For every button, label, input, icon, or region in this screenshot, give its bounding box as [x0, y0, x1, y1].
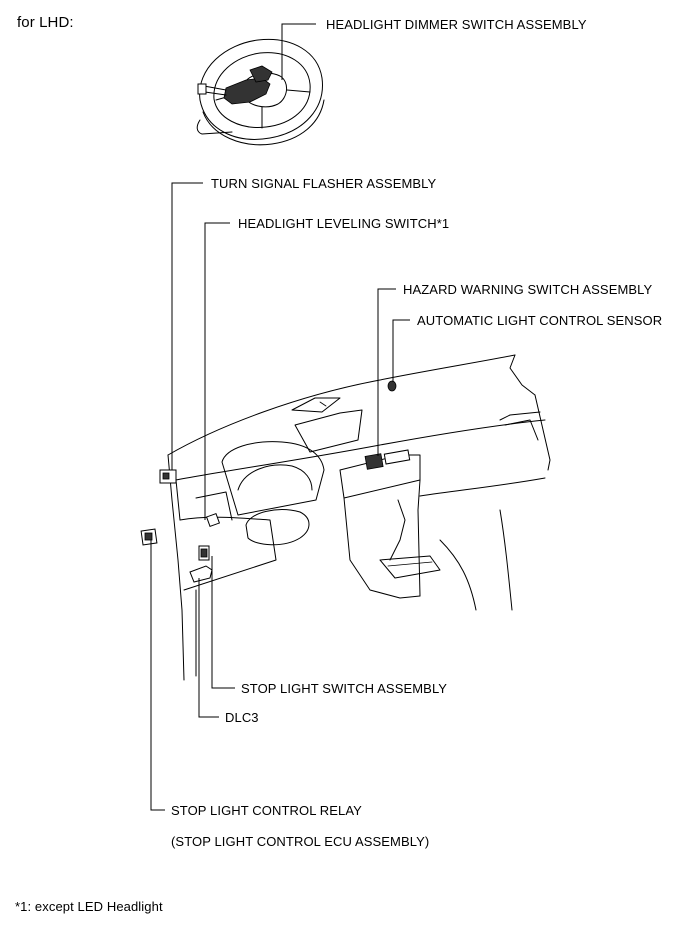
- footnote: *1: except LED Headlight: [15, 899, 163, 914]
- leader-lines: [150, 23, 410, 811]
- steering-wheel-illustration: [196, 38, 325, 146]
- label-automatic-light-control-sensor: AUTOMATIC LIGHT CONTROL SENSOR: [417, 313, 663, 328]
- label-headlight-dimmer-switch: HEADLIGHT DIMMER SWITCH ASSEMBLY: [326, 17, 587, 32]
- label-stop-light-control-relay: STOP LIGHT CONTROL RELAY: [171, 803, 362, 818]
- label-stop-light-control-ecu: (STOP LIGHT CONTROL ECU ASSEMBLY): [171, 834, 430, 849]
- label-dlc3: DLC3: [225, 710, 259, 725]
- instrument-panel-illustration: [140, 354, 551, 681]
- page-heading: for LHD:: [17, 14, 74, 31]
- label-headlight-leveling-switch: HEADLIGHT LEVELING SWITCH*1: [238, 216, 450, 231]
- label-stop-light-switch: STOP LIGHT SWITCH ASSEMBLY: [241, 681, 448, 696]
- label-turn-signal-flasher: TURN SIGNAL FLASHER ASSEMBLY: [211, 176, 437, 191]
- label-hazard-warning-switch: HAZARD WARNING SWITCH ASSEMBLY: [403, 282, 653, 297]
